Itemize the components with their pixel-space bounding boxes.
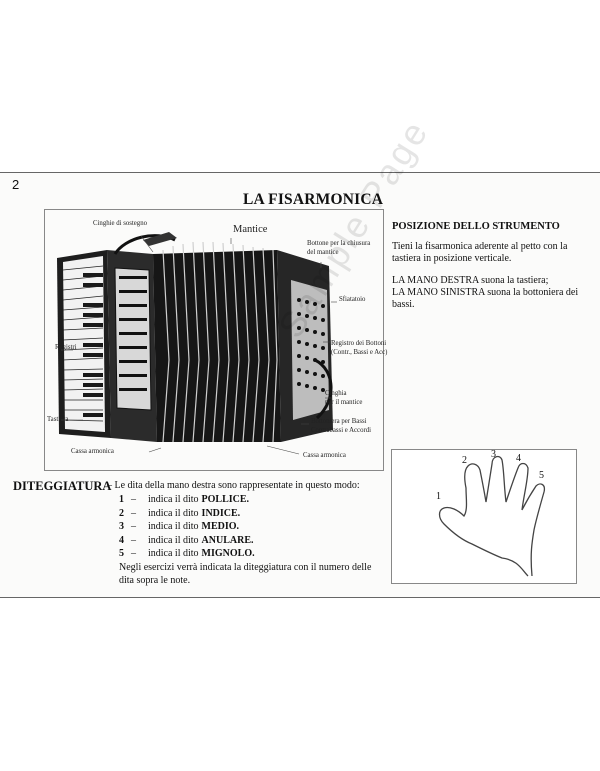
label-cassa-right: Cassa armonica <box>303 452 346 459</box>
page-number: 2 <box>12 177 20 192</box>
finger-list: 1 – indica il dito POLLICE. 2 – indica i… <box>119 493 255 561</box>
label-bottoniera-1: Bottoniera per Bassi <box>311 418 367 425</box>
finger-number-2: 2 <box>462 455 467 466</box>
bass-section <box>277 250 333 442</box>
finger-dash: – <box>131 534 136 546</box>
finger-text: indica il dito <box>148 494 199 505</box>
label-cinghia-1: Cinghia <box>325 390 347 397</box>
bellows <box>153 241 281 443</box>
label-cassa-left: Cassa armonica <box>71 448 114 455</box>
label-bottone-1: Bottone per la chiusura <box>307 240 371 247</box>
finger-text: indica il dito <box>148 521 199 532</box>
label-bottone-2: del mantice <box>307 249 339 256</box>
finger-num: 2 <box>119 507 124 519</box>
finger-num: 5 <box>119 548 124 559</box>
finger-num: 3 <box>119 521 124 532</box>
finger-number-5: 5 <box>539 470 544 481</box>
finger-dash: – <box>131 494 136 505</box>
finger-name: POLLICE. <box>201 494 250 505</box>
finger-num: 1 <box>119 494 124 505</box>
keyboard-section <box>57 250 111 438</box>
posizione-paragraph-1: Tieni la fisarmonica aderente al petto c… <box>392 241 568 264</box>
posizione-paragraph-2b: LA MANO SINISTRA suona la bottoniera dei… <box>392 287 579 310</box>
hand-diagram: 1 2 3 4 5 <box>391 449 577 584</box>
finger-dash: – <box>131 548 136 559</box>
finger-row-mignolo: 5 – indica il dito MIGNOLO. <box>119 547 255 561</box>
diteggiatura-intro: – Le dita della mano destra sono rappres… <box>107 480 360 491</box>
posizione-heading: POSIZIONE DELLO STRUMENTO <box>392 221 560 232</box>
diteggiatura-note: Negli esercizi verrà indicata la diteggi… <box>119 562 372 586</box>
label-registri: Registri <box>55 344 77 351</box>
label-tastiera: Tastiera <box>47 416 69 423</box>
label-registro-bottoni-2: (Contr., Bassi e Acc) <box>331 349 388 356</box>
finger-dash: – <box>131 521 136 532</box>
finger-number-1: 1 <box>436 491 441 502</box>
label-cinghia-2: per il mantice <box>325 399 363 406</box>
accordion-illustration <box>57 232 337 455</box>
label-cinghie: Cinghie di sostegno <box>93 220 147 227</box>
page-title: LA FISARMONICA <box>243 191 384 208</box>
finger-row-indice: 2 – indica il dito INDICE. <box>119 507 255 521</box>
book-page: 2 LA FISARMONICA <box>0 112 600 598</box>
finger-name: MIGNOLO. <box>201 548 255 559</box>
finger-dash: – <box>131 507 136 519</box>
label-registro-bottoni-1: Registro dei Bottoni <box>331 340 387 347</box>
finger-text: indica il dito <box>148 534 199 546</box>
finger-text: indica il dito <box>148 507 199 519</box>
posizione-paragraph-2a: LA MANO DESTRA suona la tastiera; <box>392 275 549 286</box>
finger-name: ANULARE. <box>201 534 254 546</box>
finger-row-anulare: 4 – indica il dito ANULARE. <box>119 534 255 548</box>
label-bottoniera-2: Contrabassi e Accordi <box>311 427 372 434</box>
finger-num: 4 <box>119 534 124 546</box>
finger-number-4: 4 <box>516 453 521 464</box>
hand-outline <box>438 455 546 577</box>
finger-name: INDICE. <box>201 507 241 519</box>
label-mantice: Mantice <box>233 224 268 235</box>
posizione-text: Tieni la fisarmonica aderente al petto c… <box>392 241 592 321</box>
finger-row-medio: 3 – indica il dito MEDIO. <box>119 520 255 534</box>
diteggiatura-heading: DITEGGIATURA <box>13 479 112 493</box>
finger-text: indica il dito <box>148 548 199 559</box>
accordion-diagram: Cinghie di sostegno Mantice Bottone per … <box>44 209 388 471</box>
finger-name: MEDIO. <box>201 521 240 532</box>
label-sfiatatoio: Sfiatatoio <box>339 296 366 303</box>
finger-row-pollice: 1 – indica il dito POLLICE. <box>119 493 255 507</box>
finger-number-3: 3 <box>491 449 496 460</box>
